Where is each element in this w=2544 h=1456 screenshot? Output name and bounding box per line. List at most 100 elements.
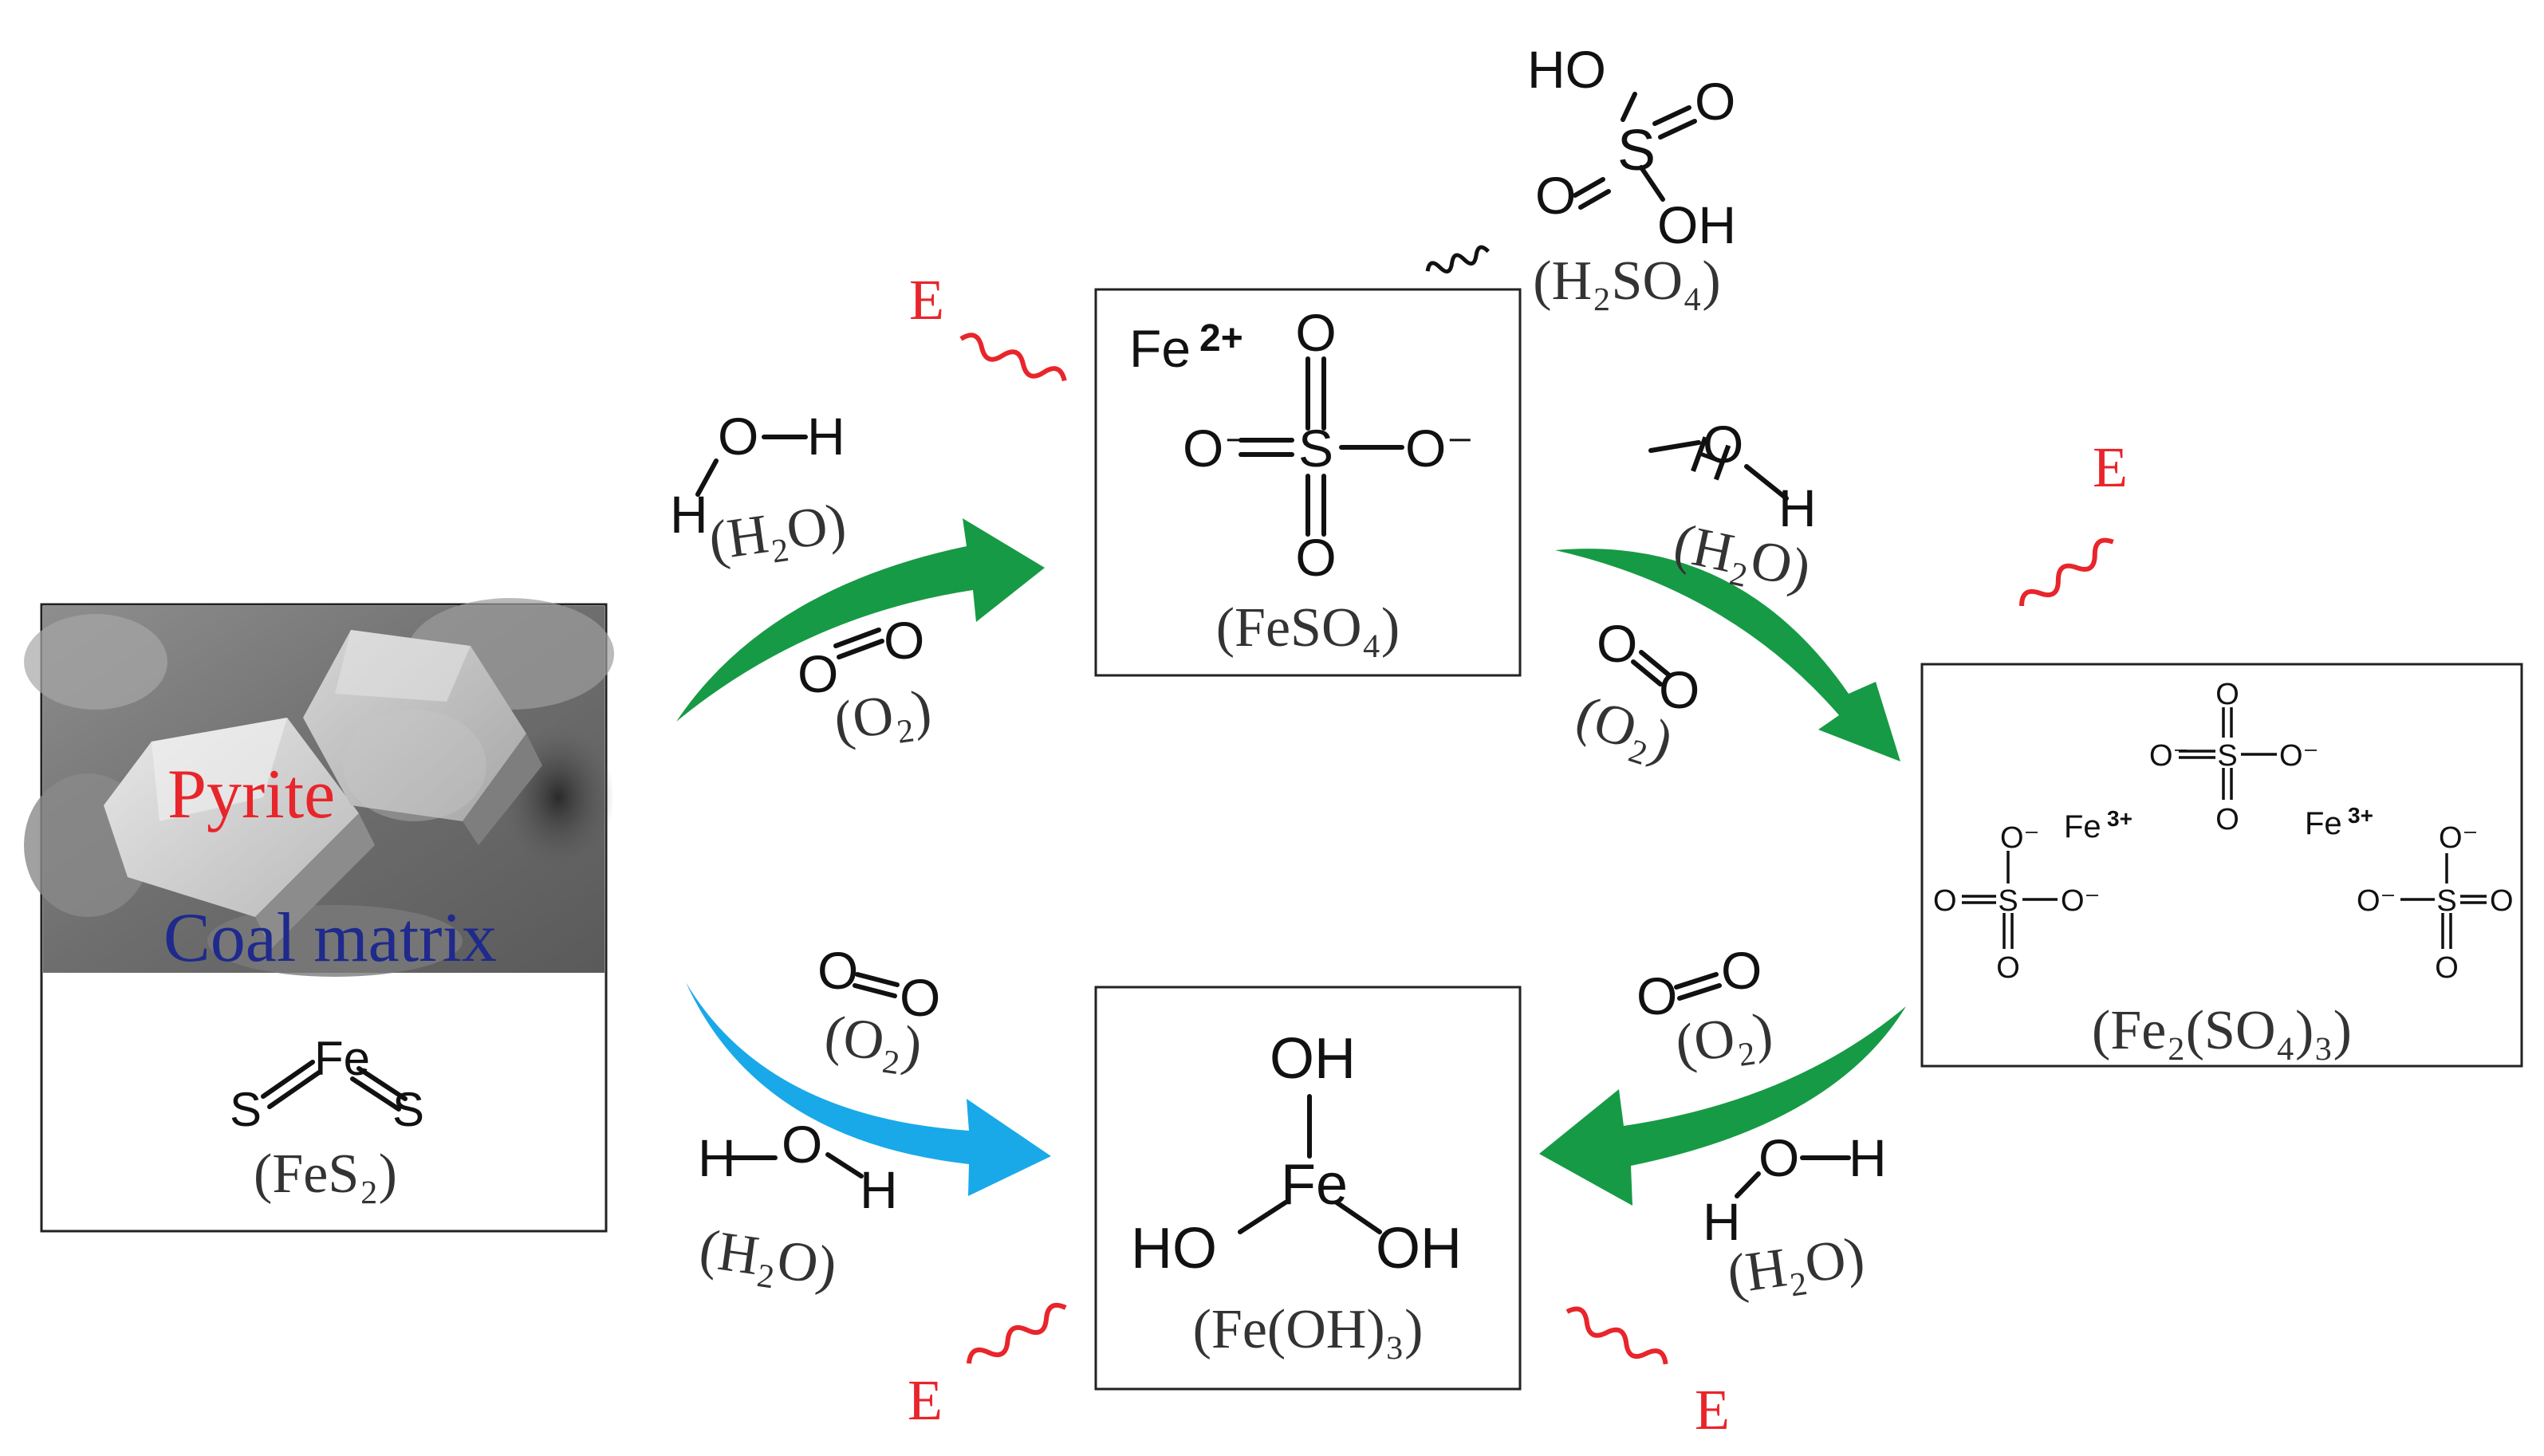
o-atom: O [1996, 951, 2020, 985]
o-atom: O [2490, 884, 2514, 918]
arrow-fes2-to-feso4 [676, 518, 1045, 722]
o-minus-atom: O⁻ [2000, 821, 2040, 855]
o-atom: O [1933, 884, 1957, 918]
o-atom: O [1659, 660, 1699, 719]
pyrite-label: Pyrite [167, 756, 335, 833]
o-minus-atom: O⁻ [1183, 419, 1251, 478]
fe-charge: 3+ [2348, 803, 2373, 828]
o-atom: O [1695, 72, 1735, 131]
o-atom: O [1721, 941, 1762, 1000]
o-atom: O [884, 611, 924, 670]
fe-atom: Fe [314, 1032, 370, 1085]
water-formula: (H₂O) [1723, 1226, 1868, 1306]
fe-cation: Fe [2305, 806, 2342, 841]
pyrite-panel: Pyrite Coal matrix Fe S S (FeS₂) [24, 598, 614, 1233]
o-atom: O [817, 941, 858, 1000]
hydroxyl-group: OH [1657, 195, 1736, 254]
hydroxyl-group: OH [1270, 1027, 1356, 1091]
o-atom: O [1636, 966, 1677, 1025]
energy-label: E [2093, 435, 2128, 499]
wavy-energy-icon [967, 1303, 1067, 1364]
o-minus-atom: O⁻ [2279, 739, 2319, 773]
wavy-energy-icon [1565, 1306, 1668, 1365]
oxygen-formula: (O₂) [1672, 1001, 1776, 1076]
hydroxyl-group: HO [1131, 1217, 1217, 1281]
energy-label: E [1695, 1378, 1730, 1442]
o-minus-atom: O⁻ [2149, 739, 2189, 773]
o-minus-atom: O⁻ [2439, 821, 2479, 855]
fe-charge: 3+ [2107, 806, 2132, 831]
o-atom: O [1535, 166, 1576, 225]
feoh3-frame [1094, 986, 1522, 1391]
energy-release: E [1565, 1306, 1730, 1442]
arrow-fe2so43-to-feoh3 [1539, 1006, 1906, 1206]
h-atom: H [698, 1128, 736, 1187]
o-atom: O [2215, 803, 2239, 836]
energy-label: E [908, 1368, 943, 1432]
h-atom: H [1778, 478, 1817, 537]
wavy-energy-icon [959, 333, 1067, 382]
h-atom: H [860, 1160, 898, 1219]
water-molecule: H O H [698, 1115, 898, 1219]
fe-cation: Fe [2064, 809, 2101, 844]
sulfate-group: O⁻ S O O⁻ O [1933, 821, 2101, 985]
sulfate-group: O⁻ S O⁻ O O [2357, 821, 2514, 985]
feso4-box: Fe 2+ O S O⁻ O⁻ O (FeSO₄) [1094, 288, 1522, 677]
h2so4-formula: (H₂SO₄) [1533, 250, 1720, 312]
o-atom: O [1295, 303, 1336, 362]
feoh3-box: OH Fe HO OH (Fe(OH)₃) [1094, 986, 1522, 1391]
water-molecule: H O H [1703, 1128, 1887, 1251]
h-atom: H [807, 407, 845, 466]
h-atom: H [670, 485, 708, 544]
o-atom: O [900, 968, 940, 1027]
hydroxyl-group: HO [1527, 40, 1606, 99]
o-atom: O [1758, 1128, 1799, 1187]
water-molecule: H O H [1648, 415, 1817, 537]
oxygen-molecule: O O [817, 941, 940, 1027]
o-atom: O [2215, 678, 2239, 711]
s-atom: S [1998, 884, 2018, 918]
fes2-formula: (FeS₂) [254, 1143, 397, 1205]
wavy-energy-icon [2019, 537, 2114, 607]
h2so4-structure: HO O S O OH [1527, 40, 1736, 254]
oxygen-molecule: O O [797, 611, 924, 703]
s-atom: S [1298, 419, 1333, 478]
fe-atom: Fe [1281, 1153, 1348, 1217]
water-formula: (H₂O) [696, 1218, 841, 1298]
water-molecule: H O H [670, 407, 845, 544]
fe-cation: Fe [1129, 319, 1191, 378]
o-atom: O [1295, 528, 1336, 587]
s-atom: S [1617, 119, 1656, 183]
water-formula: (H₂O) [705, 493, 849, 573]
sulfate-group: O S O⁻ O⁻ O [2149, 678, 2319, 836]
fes2-structure: Fe S S [230, 1032, 424, 1136]
s-atom: S [2217, 739, 2237, 773]
o-atom: O [797, 644, 838, 703]
fe2so43-formula: (Fe₂(SO₄)₃) [2092, 1000, 2352, 1061]
feso4-formula: (FeSO₄) [1216, 597, 1400, 659]
o-atom: O [2435, 951, 2459, 985]
feoh3-formula: (Fe(OH)₃) [1193, 1299, 1424, 1360]
sulfate-structure: O S O⁻ O⁻ O [1183, 303, 1474, 587]
h-atom: H [1703, 1192, 1741, 1251]
arrow-fes2-to-feoh3 [686, 982, 1051, 1196]
o-atom: O [1703, 415, 1743, 474]
o-minus-atom: O⁻ [2061, 884, 2101, 918]
hydroxyl-group: OH [1376, 1217, 1462, 1281]
sem-image [24, 598, 614, 977]
fe-charge: 2+ [1199, 317, 1243, 360]
oxygen-formula: (O₂) [821, 1004, 926, 1078]
oxygen-molecule: O O [1636, 941, 1762, 1025]
energy-release: E [908, 1303, 1067, 1432]
energy-release: E [2019, 435, 2128, 607]
oxygen-molecule: O O [1597, 614, 1699, 719]
coal-matrix-label: Coal matrix [163, 899, 497, 977]
h-atom: H [1849, 1128, 1887, 1187]
s-atom: S [2436, 884, 2456, 918]
o-atom: O [782, 1115, 822, 1174]
energy-release: E [909, 268, 1067, 382]
arrow-feso4-to-fe2so43 [1555, 549, 1900, 761]
s-atom: S [392, 1083, 424, 1136]
o-atom: O [1597, 614, 1637, 673]
